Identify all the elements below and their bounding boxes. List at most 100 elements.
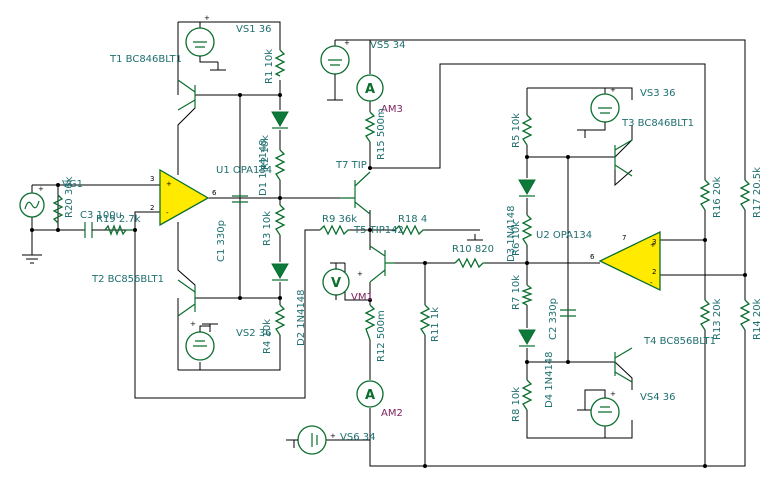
label-t7: T7 TIP bbox=[335, 160, 367, 171]
ground-symbol bbox=[577, 400, 593, 411]
label-t2: T2 BC856BLT1 bbox=[91, 274, 164, 285]
capacitor-c1 bbox=[232, 195, 248, 203]
am3-ammeter: A bbox=[356, 74, 384, 102]
label-r9: R9 36k bbox=[322, 214, 357, 225]
t1-transistor bbox=[177, 79, 196, 111]
vs6-plus: + bbox=[330, 432, 336, 440]
u2-opamp: + - bbox=[598, 230, 661, 292]
resistor-r14 bbox=[739, 299, 751, 331]
am2-symbol: A bbox=[365, 388, 375, 403]
resistor-r9 bbox=[319, 224, 350, 236]
vs5-source bbox=[320, 40, 350, 92]
label-r7: R7 10k bbox=[511, 275, 522, 310]
vs2-source bbox=[185, 325, 215, 370]
resistor-r16 bbox=[699, 179, 711, 211]
u2-pin-2: 2 bbox=[652, 268, 656, 276]
resistor-r12 bbox=[364, 304, 376, 341]
label-r4: R4 10k bbox=[262, 319, 273, 354]
label-t4: T4 BC856BLT1 bbox=[643, 336, 716, 347]
ground-symbol bbox=[210, 62, 226, 71]
resistor-r6 bbox=[521, 214, 533, 246]
label-c2: C2 330p bbox=[548, 298, 559, 340]
u2-pin-3: 3 bbox=[652, 238, 656, 246]
vs4-source bbox=[584, 389, 620, 438]
am3-symbol: A bbox=[365, 82, 375, 97]
label-r1: R1 10k bbox=[264, 49, 275, 84]
t7-transistor bbox=[340, 171, 371, 215]
diode-d4 bbox=[518, 329, 536, 347]
label-r6: R6 10k bbox=[511, 221, 522, 256]
resistor-r10 bbox=[454, 257, 485, 269]
resistor-r2 bbox=[274, 149, 286, 181]
resistor-r11 bbox=[419, 304, 431, 336]
diode-d1 bbox=[271, 111, 289, 129]
ground-symbol bbox=[202, 323, 218, 332]
label-r17: R17 20.5k bbox=[752, 167, 763, 218]
diode-d2 bbox=[271, 263, 289, 281]
resistor-r4 bbox=[274, 304, 286, 336]
vs4-plus: + bbox=[610, 390, 616, 398]
pin-numbers: 3 2 6 7 3 2 6 + + + + + + + + bbox=[38, 14, 656, 440]
u1-pin-2: 2 bbox=[150, 204, 154, 212]
t2-transistor bbox=[177, 279, 196, 317]
resistor-r17 bbox=[739, 179, 751, 211]
label-r18: R18 4 bbox=[398, 214, 427, 225]
label-r14: R14 20k bbox=[752, 298, 763, 340]
resistor-r19 bbox=[104, 224, 133, 236]
label-vs5: VS5 34 bbox=[370, 40, 405, 51]
label-t1: T1 BC846BLT1 bbox=[109, 54, 182, 65]
resistor-r7 bbox=[521, 284, 533, 306]
vm1-symbol: V bbox=[331, 276, 341, 291]
label-vs3: VS3 36 bbox=[640, 88, 675, 99]
vm1-plus: + bbox=[357, 270, 363, 278]
t5-transistor bbox=[369, 245, 395, 283]
u2-pin-7: 7 bbox=[622, 234, 626, 242]
vs6-source bbox=[294, 425, 370, 455]
resistor-r5 bbox=[521, 114, 533, 146]
vs1-source bbox=[185, 22, 218, 63]
label-r8: R8 10k bbox=[511, 387, 522, 422]
t3-transistor bbox=[614, 139, 633, 177]
u1-opamp: + - bbox=[159, 168, 210, 227]
label-d1: D1 1N4148 bbox=[258, 139, 269, 196]
vs1-plus: + bbox=[204, 14, 210, 22]
resistor-r15 bbox=[364, 111, 376, 143]
label-c1: C1 330p bbox=[216, 220, 227, 262]
label-r12: R12 500m bbox=[376, 310, 387, 362]
diode-d3 bbox=[518, 179, 536, 197]
component-labels: VS1 36 VS2 36 VS3 36 VS4 36 VS5 34 VS6 3… bbox=[62, 24, 763, 443]
label-d3: D3 1N4148 bbox=[506, 205, 517, 262]
label-d2: D2 1N4148 bbox=[296, 289, 307, 346]
label-d4: D4 1N4148 bbox=[544, 351, 555, 408]
label-vs4: VS4 36 bbox=[640, 392, 675, 403]
resistor-r1 bbox=[274, 49, 286, 77]
label-t5: T5 TIP142 bbox=[353, 225, 404, 236]
vs3-source bbox=[585, 88, 620, 131]
vg1-plus: + bbox=[38, 185, 44, 193]
am2-ammeter: A bbox=[356, 380, 384, 408]
resistor-r8 bbox=[521, 379, 533, 411]
resistors bbox=[52, 49, 751, 411]
label-r5: R5 10k bbox=[511, 113, 522, 148]
resistor-r3 bbox=[274, 204, 286, 236]
label-r20: R20 36k bbox=[64, 176, 75, 218]
t4-transistor bbox=[614, 347, 633, 383]
label-am2: AM2 bbox=[381, 408, 403, 419]
ground-symbol bbox=[22, 254, 42, 264]
label-r3: R3 10k bbox=[262, 211, 273, 246]
ground-symbol bbox=[467, 234, 483, 241]
ground-symbol bbox=[327, 92, 343, 101]
capacitor-c2 bbox=[560, 309, 576, 317]
label-vg1: VG1 bbox=[62, 179, 83, 190]
resistor-r18 bbox=[394, 224, 425, 236]
vs3-plus: + bbox=[610, 86, 616, 94]
label-u2: U2 OPA134 bbox=[536, 230, 592, 241]
resistor-r13 bbox=[699, 299, 711, 331]
u2-pin-6: 6 bbox=[590, 253, 595, 261]
label-t3: T3 BC846BLT1 bbox=[621, 118, 694, 129]
label-r10: R10 820 bbox=[452, 244, 494, 255]
capacitor-c3 bbox=[84, 222, 93, 238]
junction-dots bbox=[30, 93, 747, 468]
label-vm1: VM1 bbox=[351, 292, 373, 303]
